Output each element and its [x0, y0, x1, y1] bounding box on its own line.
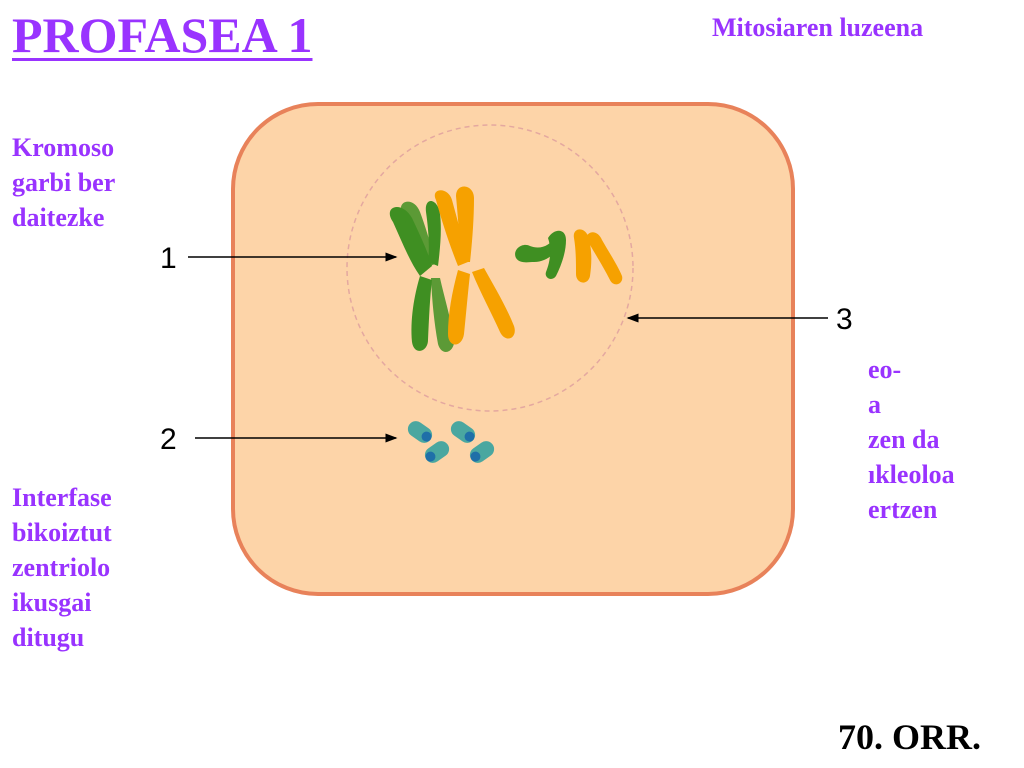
chromosome-green-large: [389, 200, 455, 352]
centriole: [450, 421, 476, 443]
chromosome-orange-large: [434, 186, 515, 345]
text-line: a: [868, 390, 881, 419]
text-line: bikoiztut: [12, 518, 112, 547]
text-line: ıkleoloa: [868, 460, 955, 489]
text-line: Interfase: [12, 483, 112, 512]
page-title: PROFASEA 1: [12, 7, 313, 63]
chromosome-green-small: [515, 230, 566, 279]
page-subtitle: Mitosiaren luzeena: [712, 13, 924, 42]
chromosome-orange-small: [573, 229, 623, 285]
page-reference: 70. ORR.: [838, 717, 981, 757]
centriole: [469, 441, 495, 463]
text-line: garbi ber: [12, 168, 116, 197]
text-line: daitezke: [12, 203, 105, 232]
text-line: ikusgai: [12, 588, 92, 617]
chromosomes-description: Kromoso garbi ber daitezke: [12, 130, 136, 235]
text-line: zentriolo: [12, 553, 111, 582]
text-line: zen da: [868, 425, 940, 454]
text-line: Kromoso: [12, 133, 115, 162]
centriole: [424, 441, 450, 463]
centrioles: [407, 421, 495, 463]
label-1: 1: [160, 242, 177, 275]
interphase-description: Interfase bikoiztut zentriolo ikusgai di…: [12, 480, 136, 655]
centriole: [407, 421, 433, 443]
label-3: 3: [836, 303, 853, 336]
cell-membrane: [231, 102, 795, 596]
text-line: eo-: [868, 355, 902, 384]
nuclear-envelope: [346, 124, 634, 412]
text-line: ertzen: [868, 495, 938, 524]
label-2: 2: [160, 423, 177, 456]
text-line: ditugu: [12, 623, 85, 652]
nucleus-description: eo- a zen da ıkleoloa ertzen: [868, 352, 1018, 527]
